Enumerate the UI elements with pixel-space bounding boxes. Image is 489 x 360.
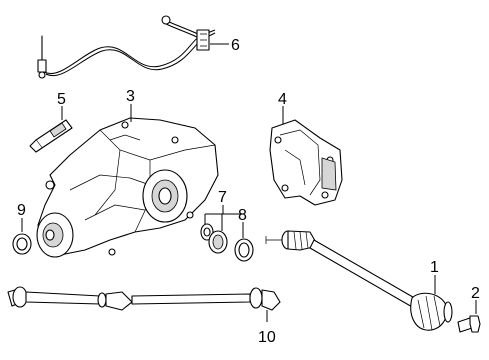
part-2-bolt bbox=[457, 315, 481, 333]
part-8-ring bbox=[234, 238, 254, 262]
part-7-seals bbox=[200, 223, 228, 254]
callout-7: 7 bbox=[218, 189, 227, 206]
part-9-seal-ring bbox=[12, 233, 32, 255]
callout-1: 1 bbox=[430, 259, 439, 276]
part-1-axle-shaft bbox=[265, 230, 453, 331]
part-4-cover bbox=[269, 119, 343, 206]
callout-2: 2 bbox=[471, 285, 480, 302]
callout-3: 3 bbox=[126, 88, 135, 105]
callout-9: 9 bbox=[17, 202, 26, 219]
part-6-vent-line bbox=[37, 15, 216, 79]
callout-4: 4 bbox=[278, 91, 287, 108]
part-3-differential-housing bbox=[36, 117, 219, 258]
part-10-drive-shaft bbox=[7, 286, 281, 311]
callout-10: 10 bbox=[258, 329, 276, 346]
callout-8: 8 bbox=[238, 207, 247, 224]
callouts: 6 5 3 4 9 7 8 1 2 10 bbox=[17, 37, 480, 346]
leader-lines bbox=[21, 43, 477, 322]
callout-5: 5 bbox=[57, 91, 66, 108]
part-5-sealant-tube bbox=[29, 119, 73, 153]
callout-6: 6 bbox=[231, 37, 240, 54]
